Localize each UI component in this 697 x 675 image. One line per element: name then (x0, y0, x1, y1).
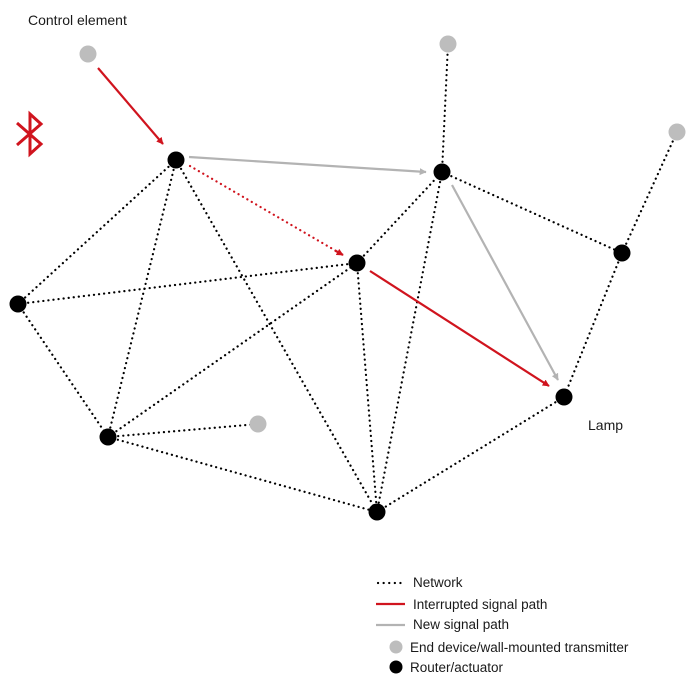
legend-end-device-label: End device/wall-mounted transmitter (410, 640, 629, 655)
end-device (439, 35, 457, 53)
end-device (668, 123, 686, 141)
network-link (620, 130, 679, 255)
network-link (375, 170, 444, 514)
network-link (375, 395, 566, 514)
router (613, 244, 631, 262)
network-link (16, 302, 110, 439)
network-link (440, 42, 450, 174)
new-path-segment (188, 155, 427, 176)
router (9, 295, 27, 313)
router (433, 163, 451, 181)
interrupted-path-arrowhead (334, 248, 344, 256)
legend-interrupted-label: Interrupted signal path (413, 597, 547, 612)
routers (9, 151, 631, 521)
network-link (106, 422, 260, 439)
legend-router-label: Router/actuator (410, 660, 504, 675)
lamp-label: Lamp (588, 417, 623, 433)
new-path-segment (451, 184, 559, 381)
network-link (106, 435, 379, 514)
network-link (16, 261, 359, 306)
router (348, 254, 366, 272)
end-devices (79, 35, 686, 433)
network-link (106, 261, 359, 439)
end-device (249, 415, 267, 433)
router (167, 151, 185, 169)
legend-new-path-label: New signal path (413, 617, 509, 632)
router-lamp (555, 388, 573, 406)
legend: Network Interrupted signal path New sign… (376, 575, 629, 675)
network-link (106, 158, 178, 439)
legend-end-device-swatch (389, 640, 403, 654)
network-link (16, 158, 178, 306)
control-element-label: Control element (28, 12, 127, 28)
interrupted-path-segment-dotted (188, 164, 345, 257)
router (368, 503, 386, 521)
end-device-control-element (79, 45, 97, 63)
router (99, 428, 117, 446)
interrupted-path-segment (369, 270, 550, 387)
network-links (16, 42, 679, 514)
network-link (562, 251, 624, 399)
legend-network-label: Network (413, 575, 463, 590)
new-signal-path (188, 155, 559, 381)
bluetooth-icon (16, 110, 44, 158)
network-link (355, 261, 379, 514)
interrupted-signal-path (97, 67, 550, 387)
network-link (355, 170, 444, 265)
network-link (174, 158, 379, 514)
network-link (440, 170, 624, 255)
legend-router-swatch (389, 660, 403, 674)
interrupted-path-segment (97, 67, 164, 145)
